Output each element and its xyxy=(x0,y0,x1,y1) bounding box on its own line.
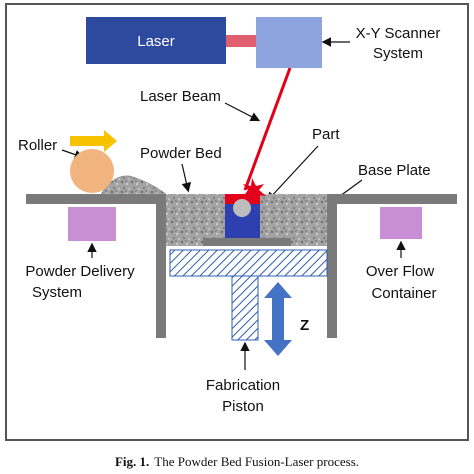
laser-beam-label: Laser Beam xyxy=(140,88,221,105)
melt-spot xyxy=(243,178,266,203)
powder-delivery-label-2: System xyxy=(32,284,82,301)
xy-scanner-label-2: System xyxy=(373,45,423,62)
part-arrow xyxy=(266,145,319,202)
roller-label: Roller xyxy=(18,137,57,154)
laser-label: Laser xyxy=(137,33,175,50)
overflow-label-1: Over Flow xyxy=(366,263,435,280)
powder-delivery-label-1: Powder Delivery xyxy=(25,263,135,280)
powder-bed-arrow xyxy=(181,163,192,193)
laser-beam-arrow xyxy=(224,102,261,122)
outer-frame xyxy=(5,3,469,441)
laser-beam xyxy=(243,67,292,191)
fabrication-label-2: Piston xyxy=(222,398,264,415)
powder-delivery-box xyxy=(68,207,116,241)
fabrication-label-1: Fabrication xyxy=(206,377,280,394)
piston-head xyxy=(169,249,328,277)
z-axis-arrow xyxy=(264,282,292,356)
xy-scanner-box xyxy=(256,17,322,68)
part-cavity xyxy=(233,199,251,217)
piston-shaft xyxy=(231,275,259,341)
part-label: Part xyxy=(312,126,340,143)
laser-box xyxy=(86,17,226,64)
platform-left xyxy=(26,194,166,204)
wall-right xyxy=(327,194,337,338)
xy-scanner-label-1: X-Y Scanner xyxy=(356,25,441,42)
overflow-box xyxy=(380,207,422,239)
laser-connector xyxy=(226,35,256,47)
caption-prefix: Fig. 1. xyxy=(115,454,149,469)
figure-caption: Fig. 1. The Powder Bed Fusion-Laser proce… xyxy=(115,454,359,469)
base-plate-label: Base Plate xyxy=(358,162,431,179)
caption-text: The Powder Bed Fusion-Laser process. xyxy=(154,454,359,469)
overflow-label-2: Container xyxy=(371,285,436,302)
platform-right xyxy=(327,194,457,204)
wall-left xyxy=(156,194,166,338)
z-axis-label: Z xyxy=(300,317,309,334)
part-top-layer xyxy=(225,194,260,204)
roller xyxy=(70,149,114,193)
powder-bed-label: Powder Bed xyxy=(140,145,222,162)
roller-direction-arrow xyxy=(70,130,117,152)
base-plate xyxy=(203,238,291,246)
